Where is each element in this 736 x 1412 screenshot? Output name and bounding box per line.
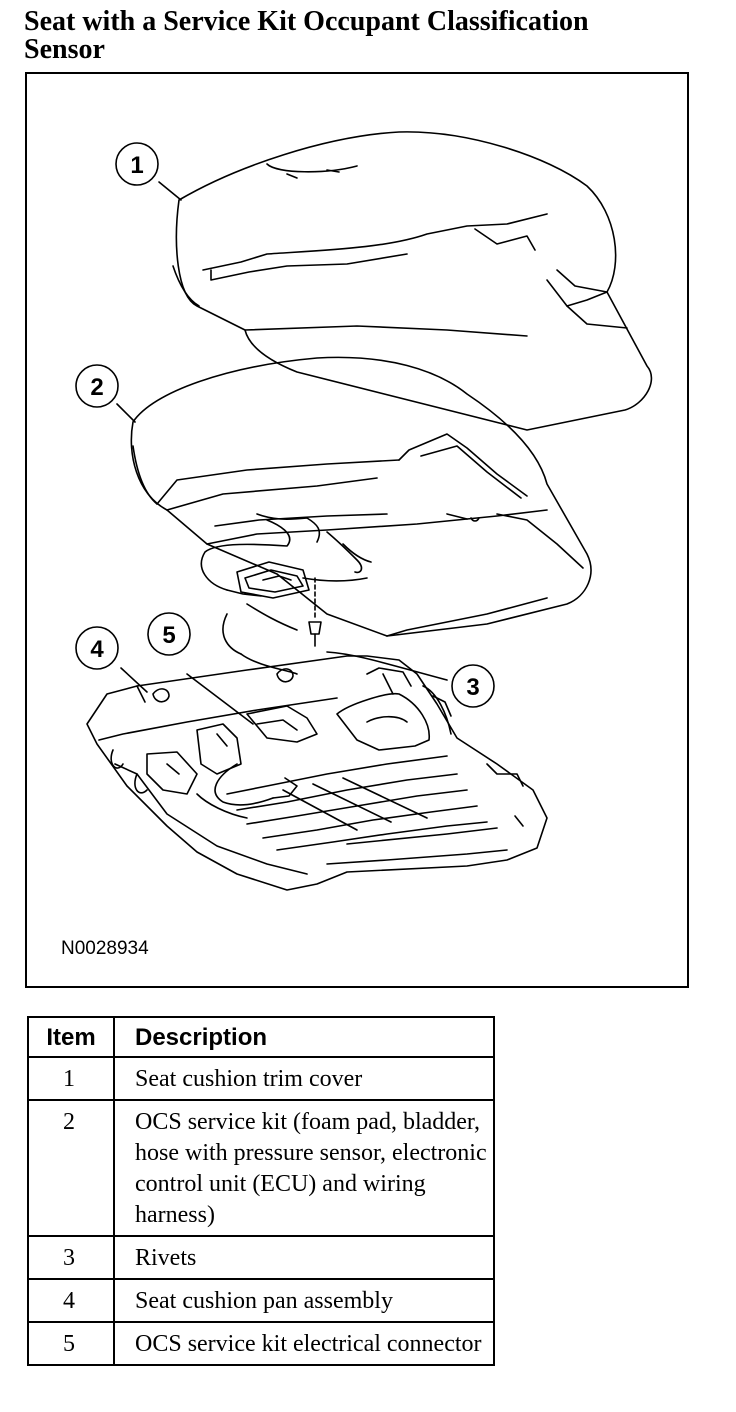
table-row: 3 Rivets	[27, 1235, 495, 1280]
item-description: Seat cushion pan assembly	[113, 1278, 495, 1323]
item-description: OCS service kit (foam pad, bladder, hose…	[113, 1099, 495, 1237]
item-description: Rivets	[113, 1235, 495, 1280]
item-number: 4	[27, 1278, 115, 1323]
callout-3: 3	[451, 664, 495, 708]
exploded-seat-diagram: 1 2 3 4 5	[75, 131, 653, 891]
item-number: 2	[27, 1099, 115, 1237]
callout-2: 2	[75, 364, 119, 408]
table-row: 5 OCS service kit electrical connector	[27, 1321, 495, 1366]
title-line-2: Sensor	[24, 34, 105, 65]
callout-3-label: 3	[466, 674, 479, 701]
item-column-header: Item	[27, 1016, 115, 1058]
item-description: OCS service kit electrical connector	[113, 1321, 495, 1366]
pan-leader-line	[120, 667, 148, 693]
legend-header-row: Item Description	[27, 1016, 495, 1058]
connector-leader-line	[186, 673, 254, 725]
callout-4: 4	[75, 626, 119, 670]
rivet-leader-line	[326, 651, 448, 681]
item-description: Seat cushion trim cover	[113, 1056, 495, 1101]
table-row: 4 Seat cushion pan assembly	[27, 1278, 495, 1323]
trim-leader-line	[158, 181, 182, 201]
seat-pan-drawing	[86, 655, 548, 891]
foam-pad-drawing	[130, 356, 592, 675]
callout-5-label: 5	[162, 622, 175, 649]
page-title: Seat with a Service Kit Occupant Classif…	[24, 8, 704, 64]
callout-4-label: 4	[90, 636, 104, 663]
item-number: 1	[27, 1056, 115, 1101]
callout-5: 5	[147, 612, 191, 656]
table-row: 1 Seat cushion trim cover	[27, 1056, 495, 1101]
callout-2-label: 2	[90, 374, 103, 401]
description-column-header: Description	[113, 1016, 495, 1058]
callout-1: 1	[115, 142, 159, 186]
legend-table: Item Description 1 Seat cushion trim cov…	[27, 1016, 495, 1366]
callout-1-label: 1	[130, 152, 143, 179]
figure-id: N0028934	[61, 938, 149, 959]
title-line-1: Seat with a Service Kit Occupant Classif…	[24, 6, 589, 37]
item-number: 3	[27, 1235, 115, 1280]
table-row: 2 OCS service kit (foam pad, bladder, ho…	[27, 1099, 495, 1237]
trim-cover-drawing	[172, 131, 653, 431]
figure-frame: 1 2 3 4 5 N0028934	[25, 72, 689, 988]
item-number: 5	[27, 1321, 115, 1366]
foam-leader-line	[116, 403, 136, 423]
